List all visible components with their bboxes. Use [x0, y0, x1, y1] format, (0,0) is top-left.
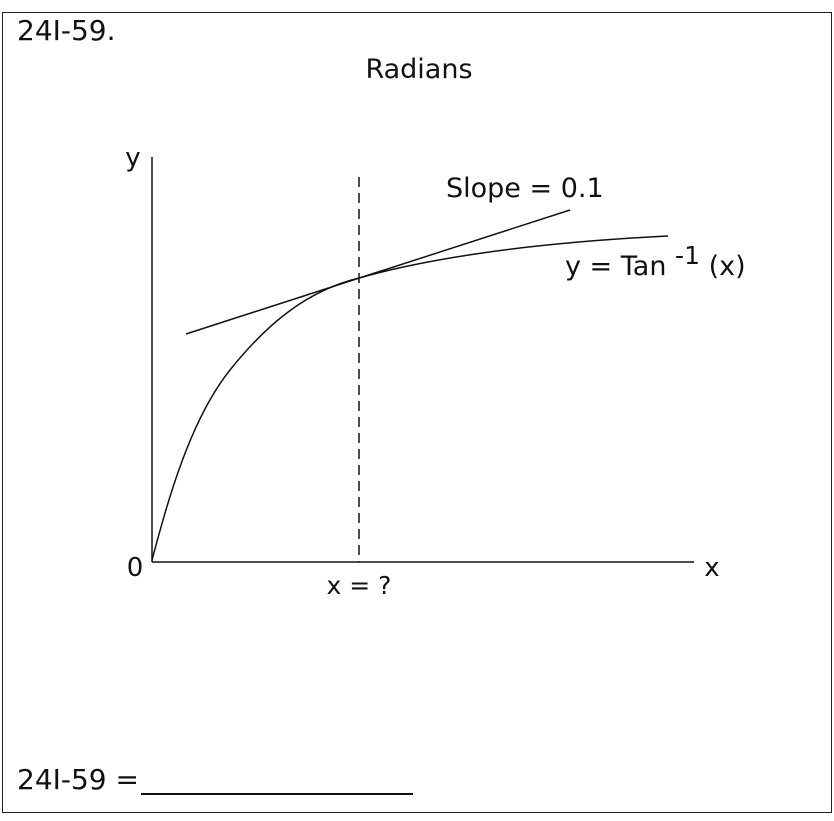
y-axis-label: y: [125, 143, 140, 173]
x-marker-label: x = ?: [327, 571, 392, 600]
diagram-title: Radians: [365, 54, 472, 85]
x-axis-label: x: [704, 553, 719, 583]
answer-blank[interactable]: [140, 763, 413, 795]
tangent-line: [185, 209, 571, 335]
problem-frame: [2, 12, 832, 813]
tangent-label: Slope = 0.1: [446, 173, 604, 204]
answer-label: 24I-59 =: [17, 763, 139, 796]
answer-row: 24I-59 =: [17, 763, 413, 797]
origin-label: 0: [127, 553, 144, 583]
curve-label: y = Tan -1 (x): [565, 240, 746, 282]
curve-label-prefix: y = Tan: [565, 251, 666, 282]
problem-id: 24I-59.: [17, 14, 116, 47]
curve-label-suffix: (x): [709, 251, 746, 282]
curve-label-exponent: -1: [675, 241, 700, 270]
arctan-curve: [151, 235, 669, 561]
